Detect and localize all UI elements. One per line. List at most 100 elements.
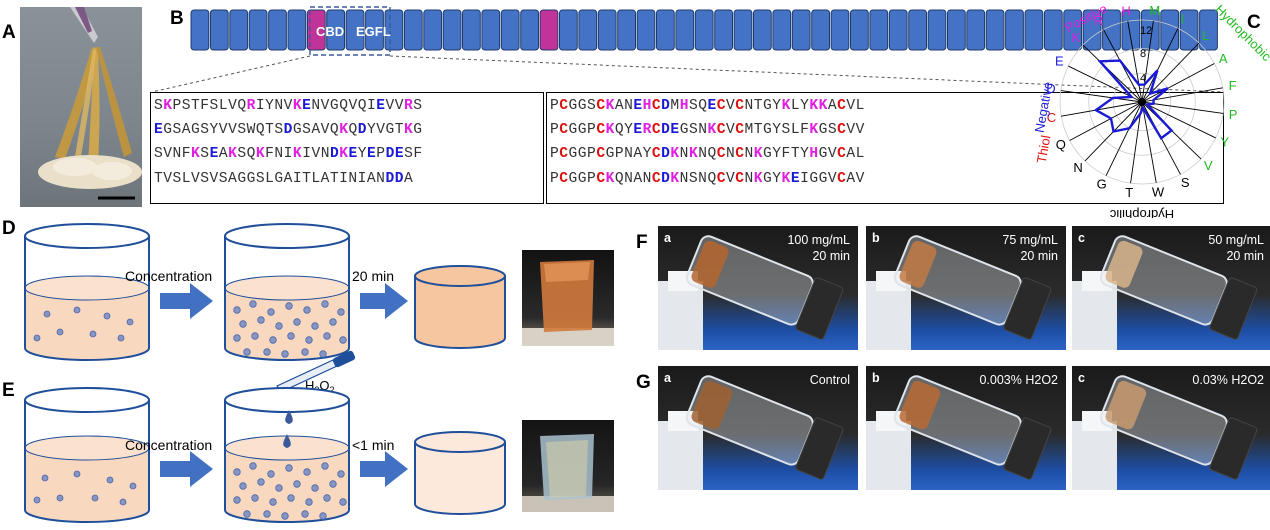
radar-spoke	[1141, 28, 1179, 103]
radar-spoke	[1141, 63, 1215, 103]
repeat-segment	[869, 9, 889, 51]
radar-residue-label: Q	[1056, 137, 1066, 152]
particle	[311, 322, 319, 330]
repeat-segment	[403, 9, 423, 51]
repeat-segment	[268, 9, 287, 51]
particle	[285, 464, 293, 472]
cbd-segment	[306, 9, 326, 51]
radar-tick-label: 12	[1140, 25, 1152, 37]
repeat-segment	[365, 9, 384, 51]
concentration-label-e: Concentration	[125, 437, 212, 453]
sequence-right-line: PCGGPCKQNANCDKNSNQCVCNKGYKEIGGVCAV	[550, 170, 865, 187]
repeat-segment	[888, 9, 908, 51]
particle	[233, 306, 241, 314]
arrow-concentration-d	[160, 283, 213, 319]
repeat-segment	[1160, 9, 1180, 51]
radar-residue-label: R	[1094, 13, 1103, 28]
particle	[263, 510, 271, 518]
particle	[233, 334, 241, 342]
radar-residue-label: C	[1047, 110, 1056, 125]
panel-label-e: E	[2, 380, 15, 401]
radar-spoke	[1060, 90, 1143, 103]
concentration-label-d: Concentration	[125, 268, 212, 284]
particle	[275, 484, 283, 492]
repeat-segment	[500, 9, 520, 51]
particle	[323, 494, 331, 502]
sequence-left-line: EGSAGSYVVSWQTSDGSAVQKQDYVGTKG	[154, 122, 423, 139]
particle	[329, 318, 337, 326]
particle	[337, 470, 345, 478]
radar-residue-label: S	[1181, 175, 1190, 190]
particle	[339, 498, 347, 506]
gel-cylinder-d	[414, 265, 506, 349]
repeat-segment	[597, 9, 617, 51]
zoom-connector-lines	[151, 55, 1225, 93]
panel-label-b: B	[170, 8, 184, 29]
photo-letter: c	[1078, 371, 1085, 385]
repeat-segment	[753, 9, 772, 51]
repeat-segment	[520, 9, 540, 51]
repeat-segment	[345, 9, 365, 51]
vial-photo-f-b: b 75 mg/mL 20 min	[866, 226, 1066, 350]
repeat-segment	[1063, 9, 1083, 51]
particle	[293, 318, 301, 326]
repeat-segment	[248, 9, 268, 51]
group-label-hydrophilic: Hydrophilic	[1109, 207, 1174, 218]
sequence-left-line: SVNFKSEAKSQKFNIKIVNDKEYEPDESF	[154, 146, 423, 163]
repeat-segment	[811, 9, 831, 51]
arrow-gelation-d	[360, 283, 408, 319]
beaker-concentrated	[224, 223, 350, 361]
radar-grid-ring	[1112, 72, 1172, 132]
sequence-left-line: TVSLVSVSAGGSLGAITLATINIANDDA	[154, 170, 414, 187]
repeat-segment	[714, 9, 734, 51]
repeat-segment	[908, 9, 928, 51]
repeat-segment	[190, 9, 210, 51]
panel-label-c: C	[1247, 12, 1261, 33]
repeat-segment	[1179, 9, 1199, 51]
concentration-text: 75 mg/mL	[1002, 233, 1058, 247]
group-label-negative: Negative	[1032, 81, 1056, 134]
particle	[257, 478, 265, 486]
particle	[287, 494, 295, 502]
radar-residue-label: Y	[1220, 134, 1229, 149]
time-text: 20 min	[1020, 249, 1058, 263]
radar-residue-label: H	[1121, 3, 1130, 18]
radar-spoke	[1141, 101, 1224, 114]
particle	[339, 336, 347, 344]
repeat-segment	[423, 9, 443, 51]
group-label-thiol: Thiol	[1034, 134, 1054, 164]
particle	[329, 480, 337, 488]
repeat-segment	[578, 9, 598, 51]
sequence-left-line: SKPSTFSLVQRIYNVKENVGQVQIEVVRS	[154, 98, 423, 114]
particle	[243, 348, 251, 356]
panel-label-a: A	[2, 22, 16, 43]
radar-residue-label: F	[1229, 78, 1237, 93]
photo-letter: a	[664, 231, 671, 245]
photo-letter: b	[872, 231, 880, 245]
repeat-segment	[985, 9, 1005, 51]
radar-spoke	[1141, 101, 1216, 139]
repeat-segment	[830, 9, 850, 51]
radar-residue-label: E	[1055, 54, 1064, 69]
particle	[303, 468, 311, 476]
panel-label-d: D	[2, 218, 16, 239]
radar-center-dot	[1138, 98, 1146, 106]
radar-residue-label: W	[1152, 185, 1165, 200]
particle	[301, 348, 309, 356]
particle	[263, 348, 271, 356]
particle	[301, 510, 309, 518]
radar-residue-label: I	[1181, 11, 1185, 26]
repeat-segment	[1082, 9, 1102, 51]
particle	[337, 308, 345, 316]
gel-strands-photo	[20, 7, 142, 207]
particle	[249, 462, 257, 470]
particle	[251, 332, 259, 340]
repeat-segment	[442, 9, 462, 51]
radar-residue-label: P	[1229, 107, 1238, 122]
radar-residue-label: N	[1073, 160, 1082, 175]
gel-photo-d	[522, 250, 614, 346]
